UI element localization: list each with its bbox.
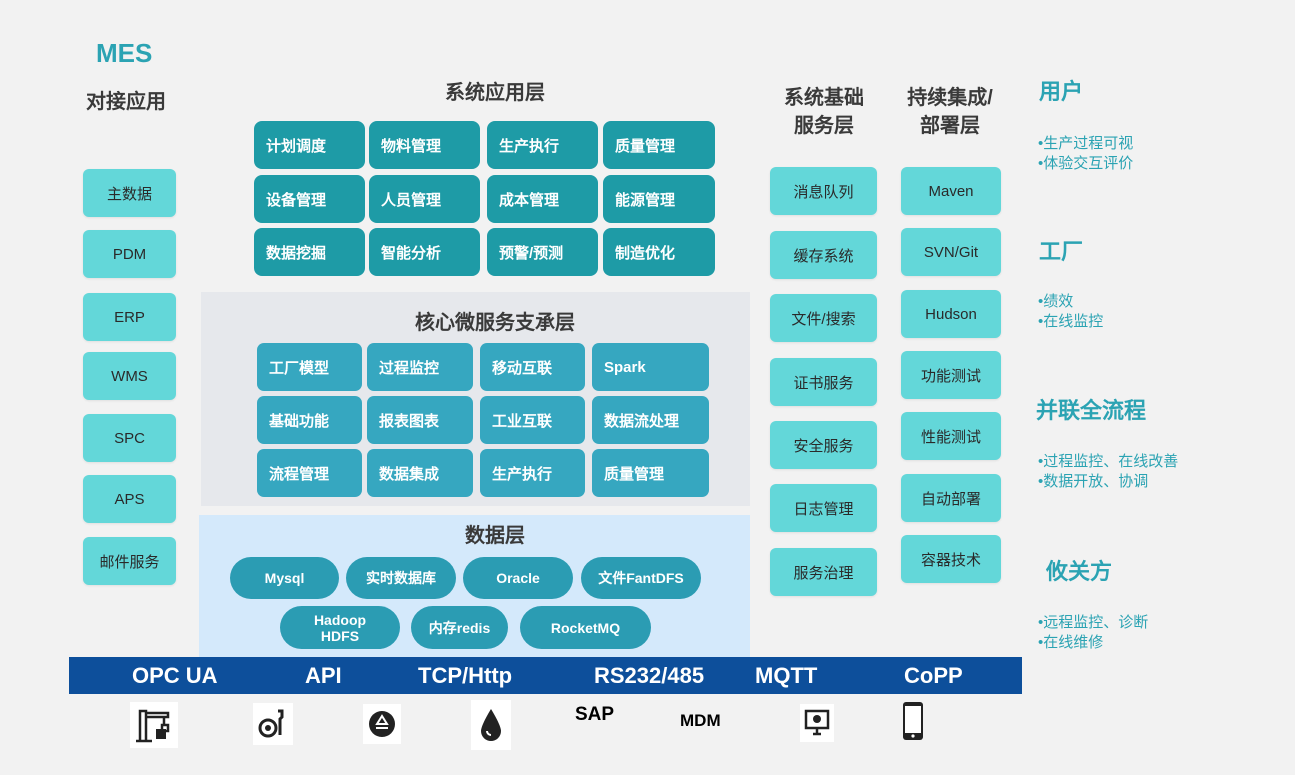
core-module: 过程监控 [367,343,473,391]
ci-item: Hudson [901,290,1001,338]
core-module: 数据流处理 [592,396,709,444]
crane-icon [130,702,178,748]
protocol-tcp-http: TCP/Http [418,663,513,688]
data-store: 实时数据库 [346,557,456,599]
core-module: 质量管理 [592,449,709,497]
app-module: 生产执行 [487,121,598,169]
ci-item: SVN/Git [901,228,1001,276]
mes-item: SPC [83,414,176,462]
right-bullets-factory: •绩效•在线监控 [1038,293,1104,330]
core-layer-title: 核心微服务支承层 [415,312,575,334]
app-module: 物料管理 [369,121,480,169]
protocol-mqtt: MQTT [755,663,818,688]
app-module: 制造优化 [603,228,715,276]
data-store: RocketMQ [520,606,651,649]
app-module: 智能分析 [369,228,480,276]
app-module: 质量管理 [603,121,715,169]
base-layer-title: 系统基础服务层 [784,87,864,137]
core-module: 生产执行 [480,449,585,497]
ci-item: Maven [901,167,1001,215]
core-module: 报表图表 [367,396,473,444]
right-bullets-stakeholder: •远程监控、诊断•在线维修 [1038,614,1149,651]
ci-item: 容器技术 [901,535,1001,583]
protocol-bar [69,657,1022,694]
protocol-api: API [305,663,342,688]
ci-item: 自动部署 [901,474,1001,522]
base-service-item: 证书服务 [770,358,877,406]
right-bullets-process: •过程监控、在线改善•数据开放、协调 [1038,453,1179,490]
right-title-user: 用户 [1039,79,1084,104]
mes-subtitle: 对接应用 [86,91,166,113]
core-module: 流程管理 [257,449,362,497]
right-title-process: 并联全流程 [1036,398,1147,423]
mdm-label: MDM [680,711,721,730]
data-store: Mysql [230,557,339,599]
data-store: 文件FantDFS [581,557,701,599]
app-module: 预警/预测 [487,228,598,276]
mes-item: 邮件服务 [83,537,176,585]
base-service-item: 文件/搜索 [770,294,877,342]
base-service-item: 消息队列 [770,167,877,215]
protocol-copp: CoPP [904,663,963,688]
base-service-item: 安全服务 [770,421,877,469]
core-module: 工业互联 [480,396,585,444]
right-title-factory: 工厂 [1039,239,1084,264]
app-module: 人员管理 [369,175,480,223]
data-store: Oracle [463,557,573,599]
base-service-item: 日志管理 [770,484,877,532]
core-module: Spark [592,343,709,391]
app-module: 成本管理 [487,175,598,223]
data-store: 内存redis [411,606,508,649]
app-module: 能源管理 [603,175,715,223]
wrench-gear-icon [253,703,293,745]
sap-label: SAP [575,704,615,725]
right-bullets-user: •生产过程可视•体验交互评价 [1038,135,1134,172]
core-module: 工厂模型 [257,343,362,391]
app-module: 数据挖掘 [254,228,365,276]
mes-title: MES [96,38,153,68]
monitor-gear-icon [800,704,834,742]
protocol-rs232: RS232/485 [594,663,705,688]
ci-item: 性能测试 [901,412,1001,460]
right-title-stakeholder: 攸关方 [1046,559,1113,584]
app-module: 计划调度 [254,121,365,169]
ci-item: 功能测试 [901,351,1001,399]
mes-item: ERP [83,293,176,341]
mes-item: APS [83,475,176,523]
app-module: 设备管理 [254,175,365,223]
oil-drop-icon [471,700,511,750]
protocol-opc-ua: OPC UA [132,663,218,688]
phone-icon [899,699,927,743]
ci-layer-title: 持续集成/部署层 [907,87,993,137]
data-layer-title: 数据层 [465,525,525,547]
base-service-item: 缓存系统 [770,231,877,279]
mes-item: WMS [83,352,176,400]
data-store: Hadoop HDFS [280,606,400,649]
core-module: 移动互联 [480,343,585,391]
app-layer-title: 系统应用层 [445,82,545,104]
base-service-item: 服务治理 [770,548,877,596]
mes-item: PDM [83,230,176,278]
recycle-icon [363,704,401,744]
mes-item: 主数据 [83,169,176,217]
core-module: 数据集成 [367,449,473,497]
core-module: 基础功能 [257,396,362,444]
